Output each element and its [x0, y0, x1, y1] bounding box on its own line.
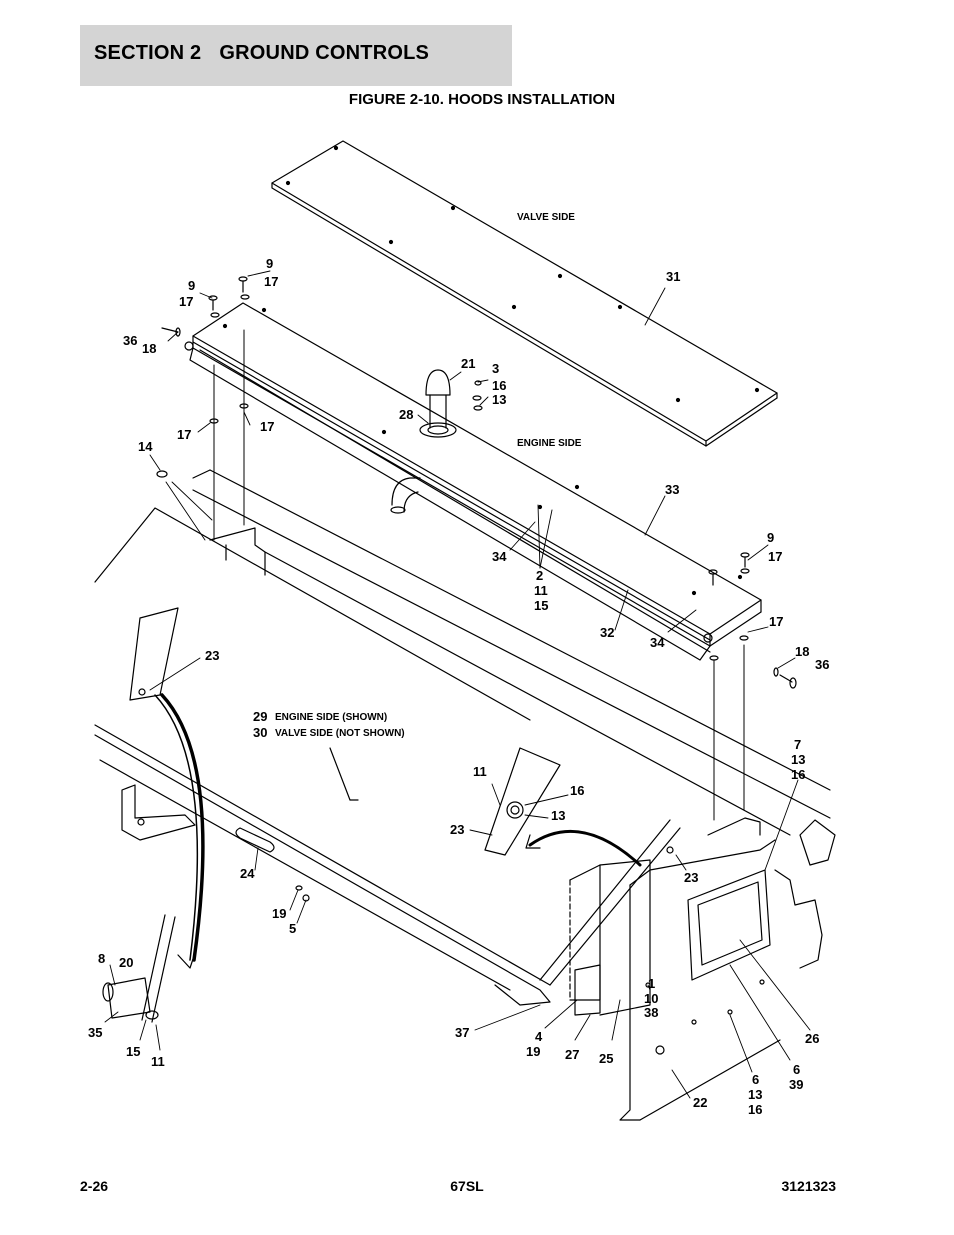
callout-22: 22 [693, 1095, 707, 1110]
callout-34: 34 [650, 635, 665, 650]
callout-6: 6 [793, 1062, 800, 1077]
callout-33: 33 [665, 482, 679, 497]
prop-rod-assembly [102, 607, 205, 1023]
callout-10: 10 [644, 991, 658, 1006]
alignment-lines [213, 329, 745, 821]
engine-side-note: ENGINE SIDE [517, 438, 582, 449]
callout-9: 9 [266, 256, 273, 271]
callout-27: 27 [565, 1047, 579, 1062]
callout-18: 18 [795, 644, 809, 659]
callout-6: 6 [752, 1072, 759, 1087]
callout-11: 11 [151, 1054, 165, 1069]
callout-13: 13 [748, 1087, 762, 1102]
callout-3: 3 [492, 361, 499, 376]
engine-side-hood-cover [184, 302, 762, 661]
section-title: GROUND CONTROLS [219, 42, 430, 64]
section-header: SECTION 2 GROUND CONTROLS [94, 42, 447, 65]
callout-9: 9 [188, 278, 195, 293]
callout-29: 29 [253, 709, 267, 724]
callout-17: 17 [264, 274, 278, 289]
callout-39: 39 [789, 1077, 803, 1092]
callout-15: 15 [534, 598, 548, 613]
callout-7: 7 [794, 737, 801, 752]
callout-17: 17 [177, 427, 191, 442]
leader-lines [104, 270, 811, 1099]
callout-16: 16 [791, 767, 805, 782]
callout-13: 13 [551, 808, 565, 823]
valve-side-plate [271, 140, 778, 447]
document-number: 3121323 [781, 1178, 836, 1194]
callout-11: 11 [473, 764, 487, 779]
callout-32: 32 [600, 625, 614, 640]
part-callouts: 9 17 9 17 36 18 31 21 3 16 13 28 17 17 1… [88, 256, 829, 1117]
callout-11: 11 [534, 583, 548, 598]
callout-17: 17 [768, 549, 782, 564]
callout-16: 16 [492, 378, 506, 393]
callout-14: 14 [138, 439, 153, 454]
engine-side-shown-note: ENGINE SIDE (SHOWN) [275, 712, 387, 723]
callout-36: 36 [123, 333, 137, 348]
callout-23: 23 [205, 648, 219, 663]
section-header-band: SECTION 2 GROUND CONTROLS [80, 25, 512, 86]
callout-16: 16 [748, 1102, 762, 1117]
callout-31: 31 [666, 269, 680, 284]
callout-21: 21 [461, 356, 475, 371]
model-name: 67SL [450, 1178, 484, 1194]
side-compartment [569, 839, 823, 1121]
callout-23: 23 [450, 822, 464, 837]
valve-side-note: VALVE SIDE [517, 212, 575, 223]
callout-2: 2 [536, 568, 543, 583]
callout-34: 34 [492, 549, 507, 564]
callout-23: 23 [684, 870, 698, 885]
hardware-items [156, 276, 797, 902]
callout-18: 18 [142, 341, 156, 356]
callout-28: 28 [399, 407, 413, 422]
valve-side-not-shown-note: VALVE SIDE (NOT SHOWN) [275, 728, 405, 739]
latch-assembly [484, 747, 681, 986]
callout-15: 15 [126, 1044, 140, 1059]
side-hood-panel [94, 507, 551, 1006]
callout-1: 1 [648, 976, 655, 991]
callout-19: 19 [526, 1044, 540, 1059]
callout-13: 13 [791, 752, 805, 767]
callout-38: 38 [644, 1005, 658, 1020]
callout-13: 13 [492, 392, 506, 407]
callout-17: 17 [260, 419, 274, 434]
callout-16: 16 [570, 783, 584, 798]
callout-36: 36 [815, 657, 829, 672]
callout-19: 19 [272, 906, 286, 921]
callout-5: 5 [289, 921, 296, 936]
callout-24: 24 [240, 866, 255, 881]
chassis-frame [192, 469, 836, 866]
callout-8: 8 [98, 951, 105, 966]
callout-9: 9 [767, 530, 774, 545]
callout-4: 4 [535, 1029, 543, 1044]
callout-26: 26 [805, 1031, 819, 1046]
exhaust-stack [390, 369, 457, 514]
page-number: 2-26 [80, 1178, 109, 1194]
callout-17: 17 [179, 294, 193, 309]
callout-20: 20 [119, 955, 133, 970]
section-number: SECTION 2 [94, 42, 202, 64]
callout-37: 37 [455, 1025, 469, 1040]
callout-30: 30 [253, 725, 267, 740]
callout-17: 17 [769, 614, 783, 629]
callout-25: 25 [599, 1051, 613, 1066]
callout-35: 35 [88, 1025, 102, 1040]
figure-title: FIGURE 2-10. HOODS INSTALLATION [348, 91, 616, 108]
